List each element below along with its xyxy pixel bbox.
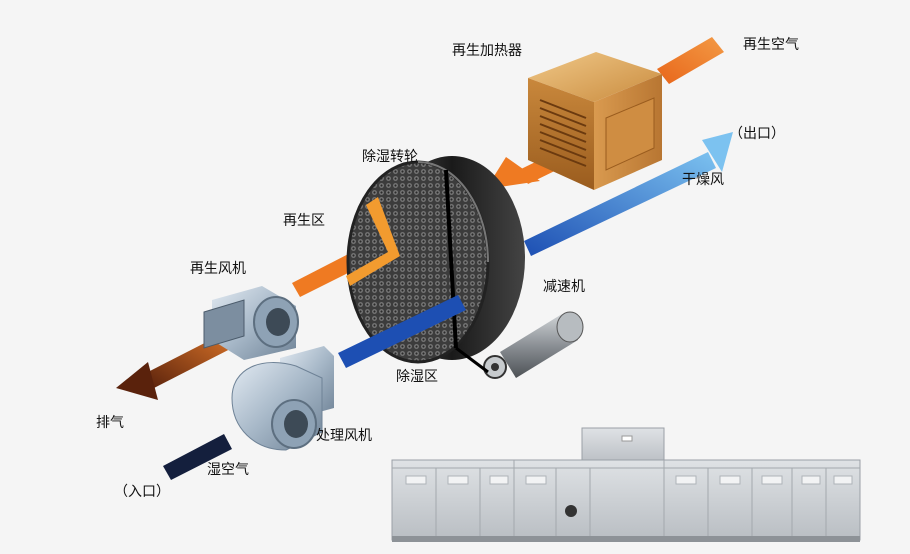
regen-air-inlet-arrow	[657, 37, 724, 84]
regen-fan	[203, 286, 299, 360]
label-exhaust: 排气	[96, 415, 124, 431]
label-outlet: （出口）	[729, 126, 785, 142]
label-dehumid-zone: 除湿区	[396, 369, 438, 385]
label-regen-fan: 再生风机	[190, 261, 246, 277]
label-reducer: 减速机	[543, 279, 585, 295]
label-rotor: 除湿转轮	[362, 149, 418, 165]
label-regen-heater: 再生加热器	[452, 43, 522, 59]
label-regen-zone: 再生区	[283, 213, 325, 229]
humid-air-inlet-arrow	[163, 434, 232, 480]
dehumidifier-cabinet	[391, 427, 861, 542]
reducer-motor	[455, 311, 584, 379]
dry-air-outlet-arrow	[524, 132, 733, 256]
process-air-arrow	[338, 295, 466, 368]
label-process-fan: 处理风机	[316, 428, 372, 444]
label-dry-air: 干燥风	[682, 172, 724, 188]
desiccant-rotor	[346, 156, 525, 364]
process-fan	[231, 346, 334, 451]
regen-sector-divider	[346, 197, 400, 286]
label-inlet: （入口）	[114, 484, 170, 500]
drive-belt	[444, 169, 458, 349]
label-humid-air: 湿空气	[207, 462, 249, 478]
regen-heater-box	[528, 52, 662, 190]
label-regen-air: 再生空气	[743, 37, 799, 53]
heater-grille	[539, 99, 587, 167]
